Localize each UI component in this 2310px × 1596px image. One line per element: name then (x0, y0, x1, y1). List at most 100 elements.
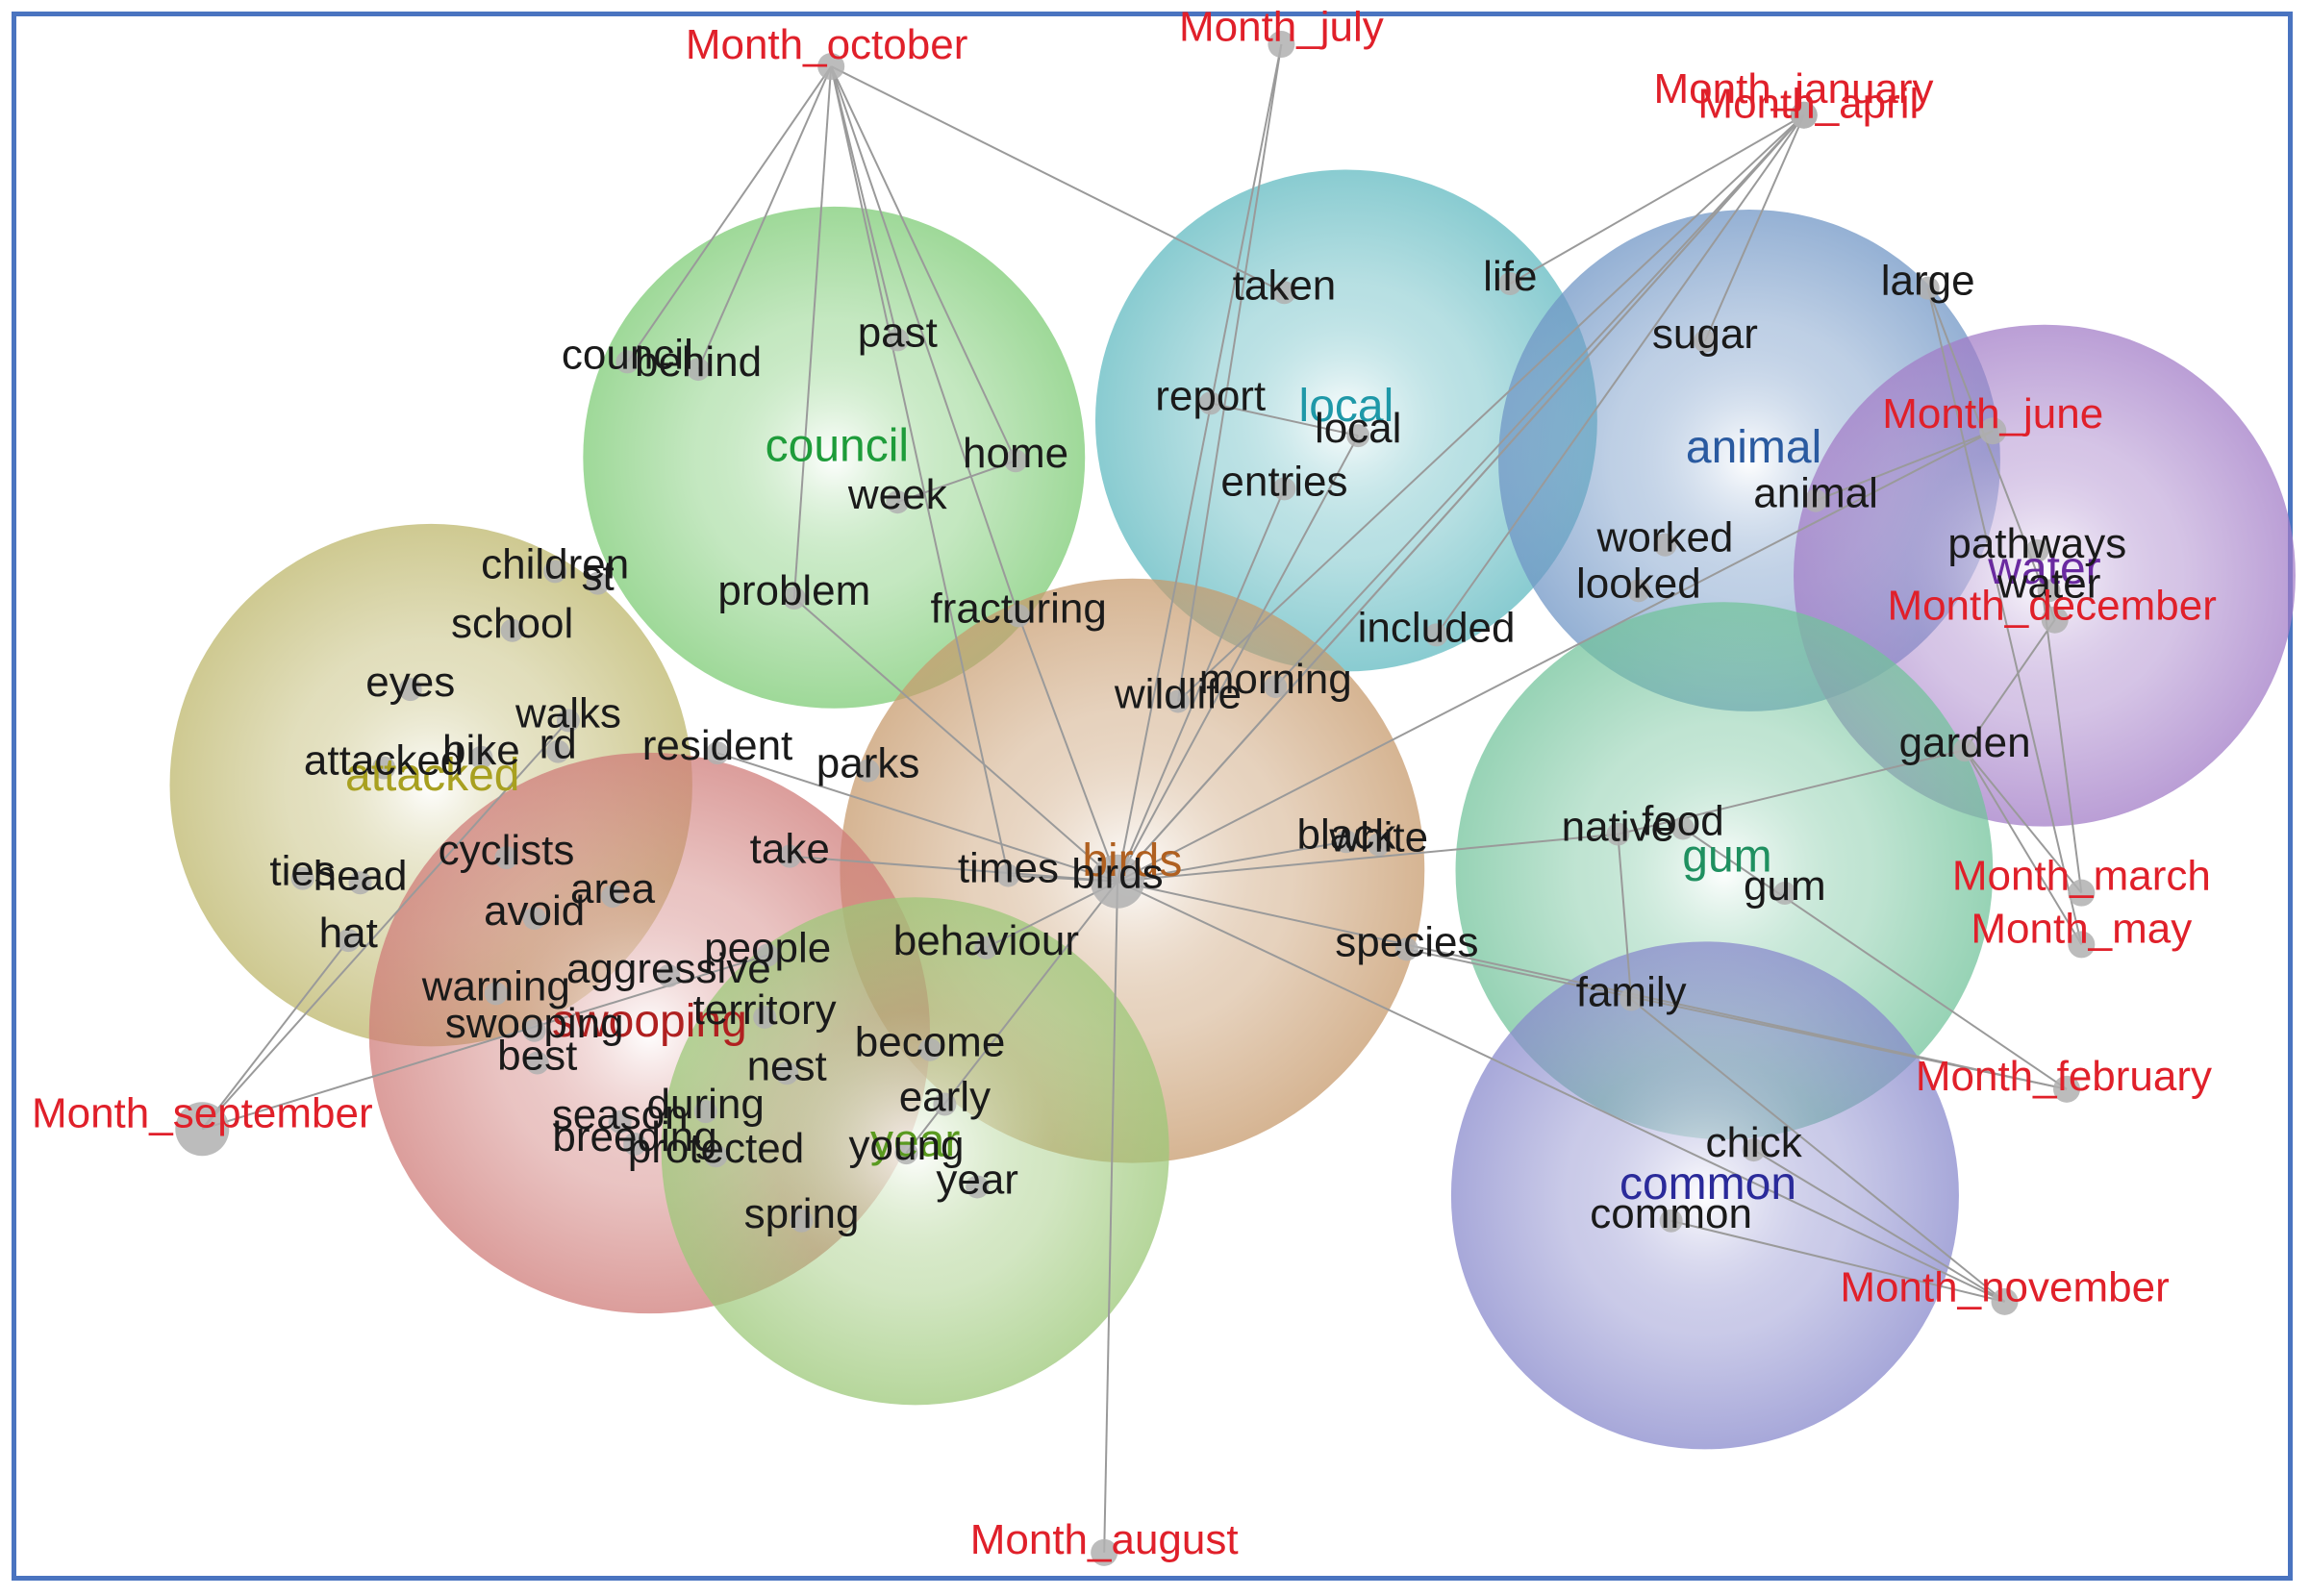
edge-january-included (1435, 114, 1805, 636)
topic-label-common: common (1620, 1159, 1796, 1209)
word-node-resident (706, 741, 730, 765)
word-label-nest: nest (747, 1042, 827, 1089)
word-label-breeding: breeding (552, 1113, 716, 1160)
word-node-problem (782, 586, 806, 610)
word-node-nest (775, 1061, 799, 1085)
word-node-chick (1742, 1138, 1766, 1162)
word-label-territory: territory (693, 986, 837, 1034)
word-node-water_w (2037, 579, 2061, 603)
month-node-october (817, 53, 845, 81)
edge-may-large (1926, 287, 2083, 945)
word-node-take (778, 844, 802, 868)
edge-october-past (830, 65, 899, 340)
word-label-food: food (1642, 797, 1724, 844)
edge-september-hat (201, 939, 350, 1130)
word-label-become: become (855, 1019, 1006, 1066)
word-node-morning (1264, 675, 1288, 699)
nodes (175, 31, 2096, 1566)
edge-april-birds_w (1117, 114, 1805, 883)
edge-june-birds_w (1117, 430, 1994, 883)
word-label-bike: bike (442, 727, 520, 774)
edge-november-family (1630, 998, 2006, 1303)
word-label-garden: garden (1899, 719, 2031, 766)
topic-label-attacked: attacked (345, 750, 519, 801)
edge-october-times (830, 65, 1010, 876)
word-label-gum_w: gum (1744, 862, 1826, 910)
word-label-life: life (1483, 253, 1537, 300)
word-label-parks: parks (816, 740, 920, 787)
edge-november-common_w (1670, 1219, 2005, 1303)
word-node-gum_w (1772, 882, 1796, 905)
word-node-swooping_w (522, 1018, 546, 1042)
word-label-chick: chick (1705, 1119, 1802, 1166)
edge-february-food (1682, 827, 2068, 1090)
word-node-life (1498, 272, 1522, 296)
edge-october-home (830, 65, 1017, 461)
word-label-taken: taken (1233, 262, 1337, 309)
word-node-st (586, 571, 610, 595)
edge-may-garden (1964, 749, 2083, 945)
word-node-council_w (615, 350, 640, 374)
edge-birds_w-local_w (1117, 435, 1360, 883)
word-label-head: head (314, 852, 408, 899)
word-node-wildlife (1166, 689, 1190, 713)
word-node-parks (856, 759, 880, 783)
month-node-july (1268, 31, 1295, 59)
word-label-during: during (647, 1081, 765, 1128)
edge-december-garden (1964, 619, 2056, 751)
word-label-st: st (582, 553, 615, 600)
word-node-attacked_w (372, 756, 396, 780)
month-node-march (2068, 879, 2096, 907)
edge-january-sugar (1704, 114, 1805, 342)
word-node-season (608, 1110, 632, 1134)
word-node-white (1367, 833, 1391, 857)
month-label-january: Month_january (1653, 65, 1933, 112)
word-node-young (894, 1141, 918, 1165)
month-label-march: Month_march (1952, 852, 2211, 899)
word-node-warning (484, 982, 508, 1006)
word-node-territory (753, 1005, 777, 1029)
edge-july-birds_w (1117, 43, 1283, 882)
edge-birds_w-take (790, 855, 1118, 883)
edge-birds_w-entries (1117, 488, 1286, 883)
word-node-ties (290, 866, 314, 890)
word-label-large: large (1881, 258, 1975, 305)
topic-bubble-common (1450, 941, 1959, 1450)
word-node-people (756, 943, 780, 967)
word-label-species: species (1335, 918, 1478, 965)
word-node-walks (556, 709, 580, 733)
word-label-past: past (858, 309, 938, 356)
month-label-august: Month_august (970, 1516, 1239, 1563)
word-label-people: people (704, 924, 831, 971)
word-label-local_w: local (1315, 405, 1402, 452)
edges (201, 43, 2083, 1553)
word-label-pathways: pathways (1947, 520, 2126, 567)
word-node-bike (469, 745, 493, 769)
edge-february-birds_w (1117, 880, 2068, 1090)
edge-birds_w-fracturing (1017, 615, 1118, 883)
word-node-behaviour (974, 935, 998, 960)
topic-label-swooping: swooping (552, 996, 747, 1047)
word-node-home (1004, 449, 1028, 473)
month-label-may: Month_may (1971, 906, 2192, 953)
word-label-common_w: common (1590, 1190, 1752, 1237)
word-node-year_w (966, 1175, 990, 1199)
word-node-aggressive (657, 963, 681, 987)
word-node-sugar (1693, 329, 1717, 353)
month-label-june: Month_june (1882, 390, 2103, 437)
topic-label-water: water (1987, 543, 2100, 594)
word-label-walks: walks (515, 689, 621, 736)
topic-bubble-local (1094, 169, 1597, 672)
month-node-april (1790, 101, 1818, 129)
word-node-pathways (2025, 538, 2049, 562)
word-label-rd: rd (540, 721, 577, 768)
word-node-cyclists (494, 846, 518, 870)
edge-april-morning (1274, 114, 1805, 687)
word-node-best (525, 1051, 549, 1075)
edge-august-birds_w (1103, 881, 1118, 1553)
month-label-november: Month_november (1840, 1264, 2169, 1311)
word-node-fracturing (1007, 604, 1031, 628)
word-node-children (543, 560, 567, 584)
